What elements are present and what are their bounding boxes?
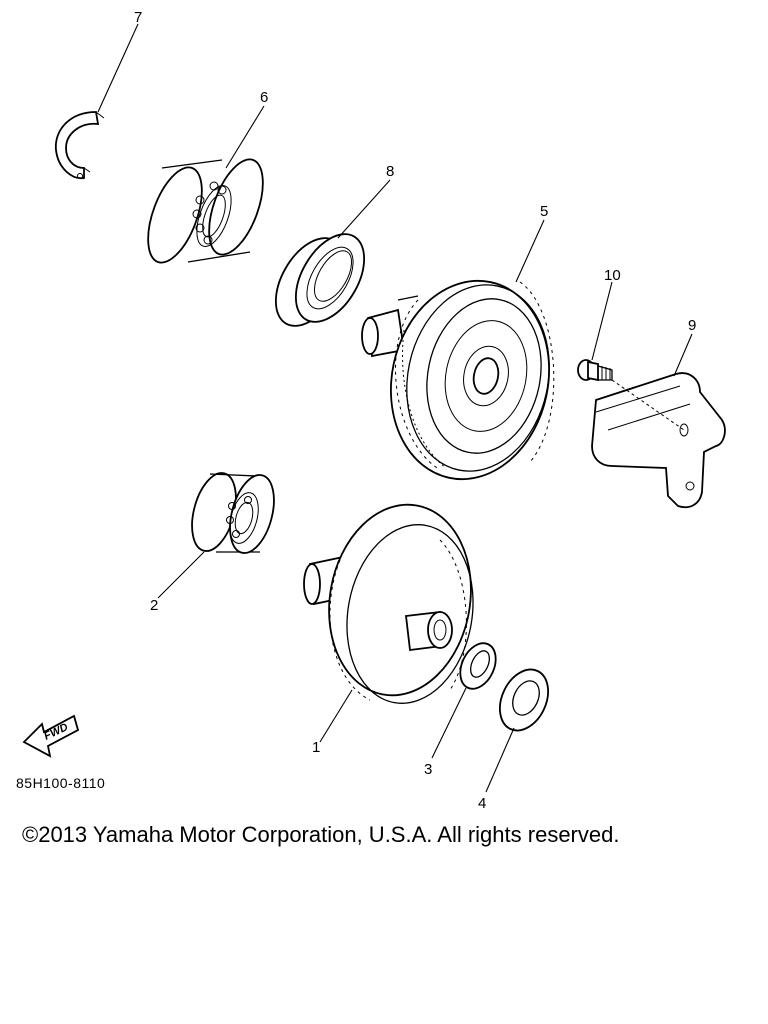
part-7-circlip [55, 111, 105, 180]
part-1-gear-shaft [303, 503, 474, 704]
callout-3: 3 [424, 761, 432, 778]
part-10-bolt [577, 359, 613, 382]
callout-1: 1 [312, 739, 320, 756]
part-3-washer [459, 642, 497, 690]
callout-9: 9 [688, 317, 696, 334]
part-9-bracket [591, 372, 726, 509]
callout-labels: 7 6 8 5 10 9 2 1 3 4 [134, 9, 696, 812]
callout-5: 5 [540, 203, 548, 220]
part-8-oil-seal [274, 233, 366, 327]
part-6-bearing [147, 158, 264, 264]
part-2-bearing [191, 472, 275, 554]
callout-4: 4 [478, 795, 486, 812]
callout-6: 6 [260, 89, 268, 106]
part-4-washer [499, 668, 549, 732]
callout-7: 7 [134, 9, 142, 26]
leader-lines [97, 23, 693, 793]
diagram-code: 85H100-8110 [16, 775, 105, 791]
fwd-arrow-icon: FWD [22, 714, 80, 758]
copyright-notice: ©2013 Yamaha Motor Corporation, U.S.A. A… [22, 822, 620, 847]
part-5-large-gear [361, 279, 555, 481]
callout-10: 10 [604, 267, 621, 284]
callout-8: 8 [386, 163, 394, 180]
callout-2: 2 [150, 597, 158, 614]
